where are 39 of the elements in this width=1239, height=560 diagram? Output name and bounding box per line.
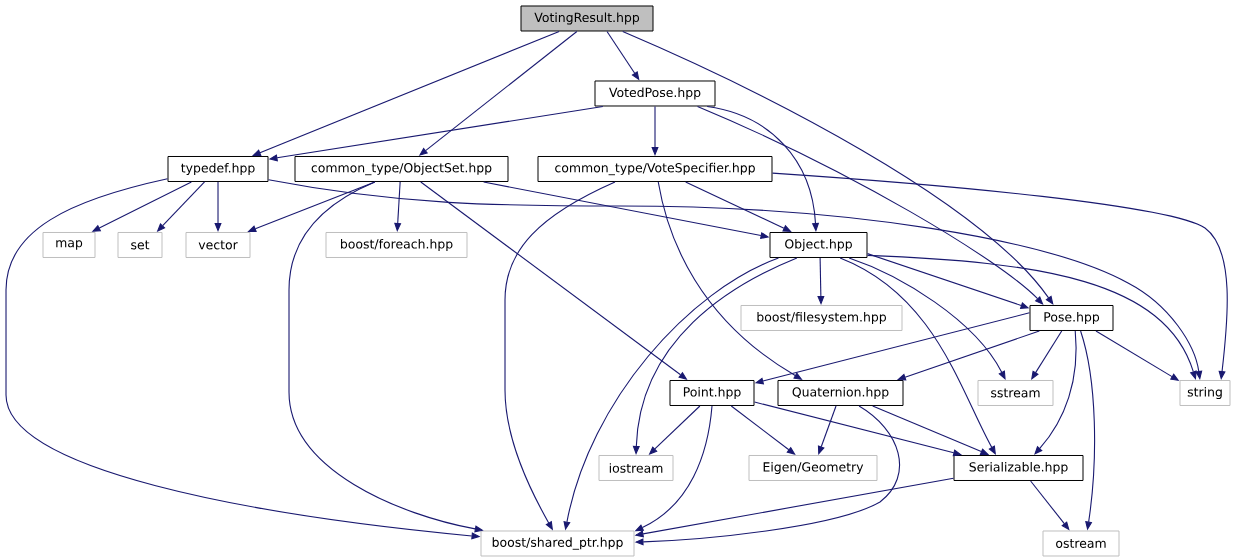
file-box: map (42, 232, 96, 258)
arrow (394, 181, 402, 232)
file-box: Serializable.hpp (953, 455, 1084, 481)
file-box: common_type/ObjectSet.hpp (294, 156, 509, 182)
file-box: Pose.hpp (1029, 305, 1114, 331)
arrow (817, 257, 825, 305)
file-box: boost/foreach.hpp (325, 232, 468, 258)
arrow (622, 30, 1054, 305)
arrow (839, 257, 996, 455)
arrow (214, 181, 222, 232)
file-box: boost/shared_ptr.hpp (480, 530, 635, 557)
file-box: Point.hpp (669, 380, 755, 406)
file-box: string (1179, 380, 1231, 406)
arrow (848, 257, 1006, 380)
file-box: iostream (598, 455, 674, 481)
arrow (866, 254, 1197, 380)
file-box: sstream (977, 380, 1054, 406)
arrow (1031, 330, 1063, 380)
arrow (685, 181, 792, 232)
arrow (706, 105, 820, 232)
arrow (267, 179, 1203, 380)
arrow (771, 172, 1228, 380)
arrow (632, 257, 798, 455)
file-box: typedef.hpp (167, 156, 269, 182)
arrow (1034, 330, 1077, 455)
arrow (651, 105, 659, 156)
file-box: set (117, 232, 163, 258)
file-box: ostream (1042, 530, 1120, 557)
file-box: boost/filesystem.hpp (740, 305, 903, 331)
arrow (817, 405, 837, 455)
arrow (697, 105, 1044, 305)
file-box: Quaternion.hpp (777, 380, 904, 406)
file-box: VotedPose.hpp (594, 80, 716, 107)
file-box: Object.hpp (769, 232, 868, 258)
file-box: Eigen/Geometry (748, 455, 878, 481)
file-box: vector (185, 232, 251, 258)
arrow (730, 405, 796, 455)
file-box: VotingResult.hpp (520, 5, 654, 32)
file-box: common_type/VoteSpecifier.hpp (537, 156, 773, 182)
